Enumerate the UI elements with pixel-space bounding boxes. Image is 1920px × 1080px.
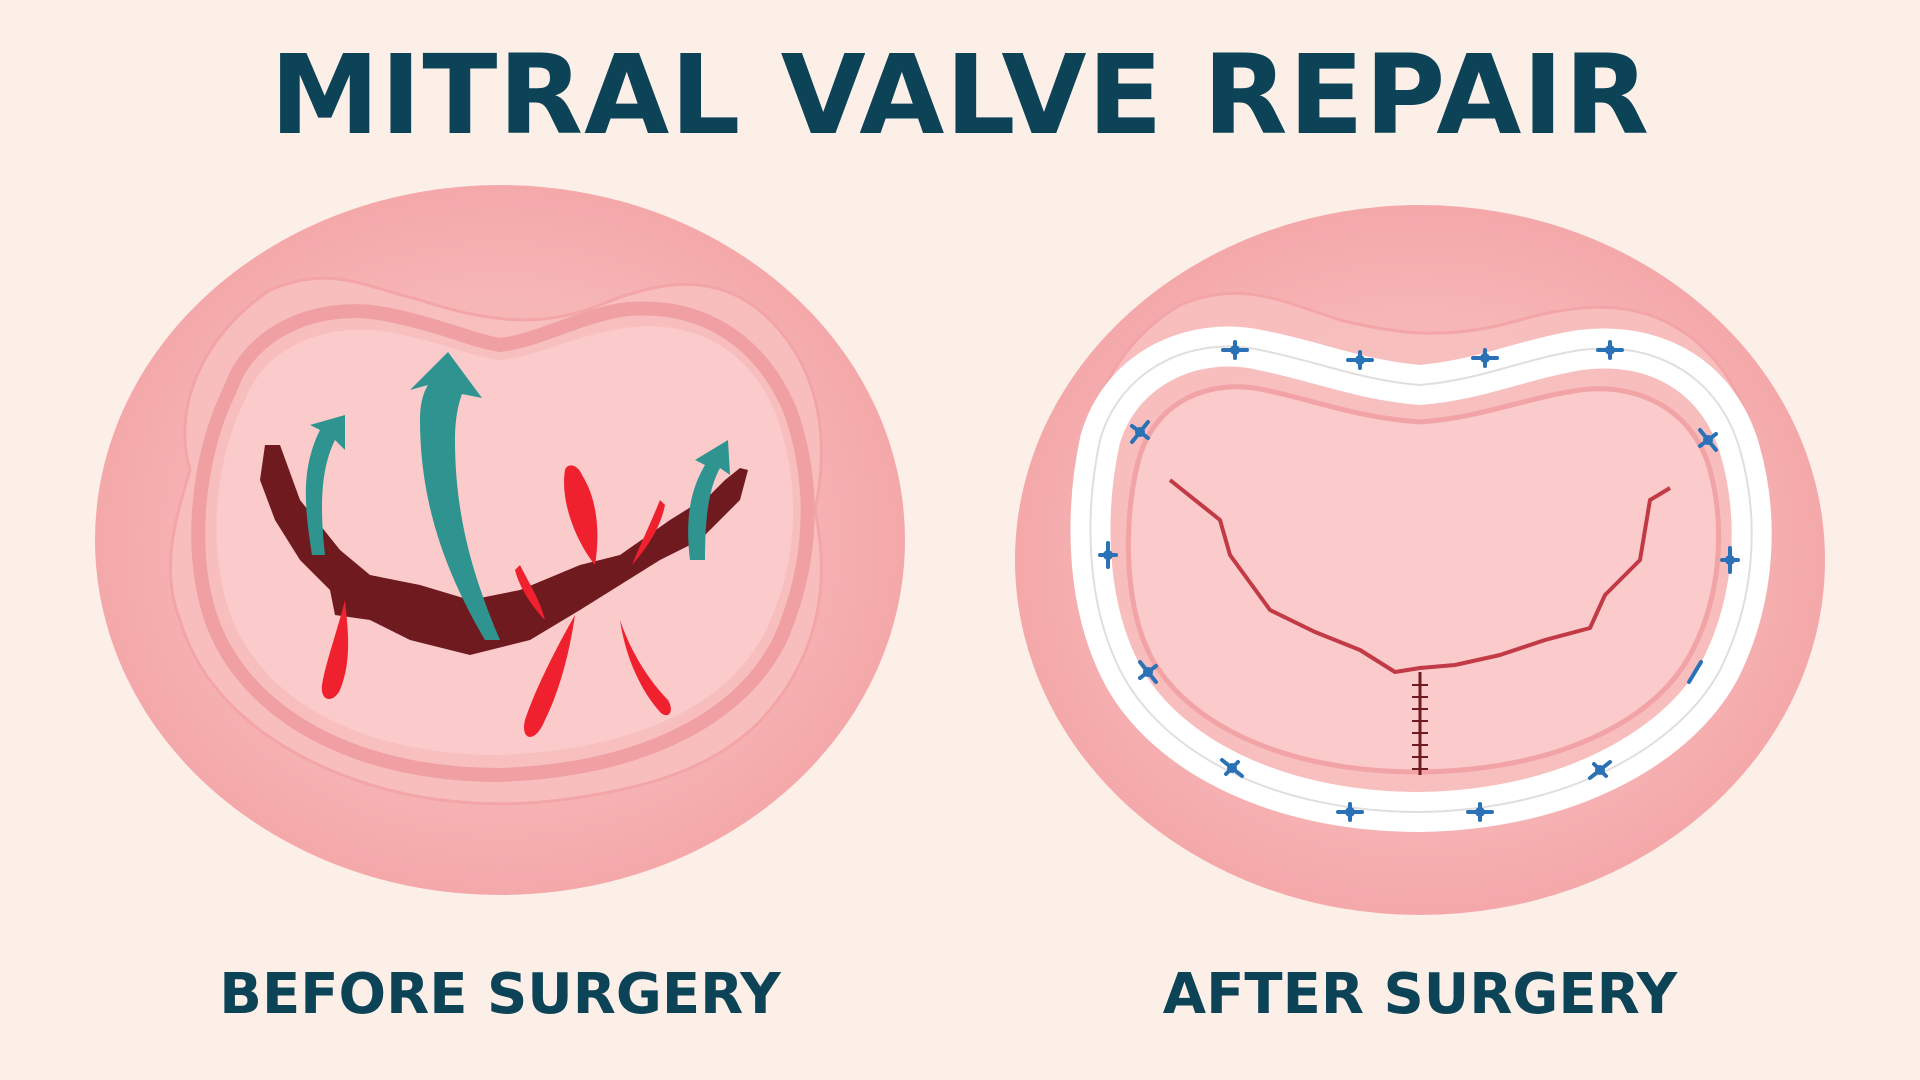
page-title: MITRAL VALVE REPAIR <box>269 31 1651 159</box>
blood-drop-icon <box>620 620 671 716</box>
curved-arrow-icon <box>305 415 345 555</box>
annuloplasty-ring-edge <box>1089 345 1753 814</box>
suture-stitch-icon <box>1138 660 1158 684</box>
blood-drop-icon <box>321 600 349 700</box>
suture-stitch-icon <box>1588 760 1612 780</box>
suture-stitch-icon <box>1471 348 1499 368</box>
suture-stitch-icon <box>1720 546 1740 574</box>
suture-stitch-icon <box>1336 802 1364 822</box>
cleft-suture <box>1412 672 1428 775</box>
before-valve <box>95 185 905 895</box>
blood-drop-icon <box>524 615 575 737</box>
after-valve <box>1015 205 1825 915</box>
before-annulus <box>191 301 815 783</box>
blood-drop-icon <box>564 465 598 565</box>
ring-sutures <box>1098 340 1740 822</box>
before-surgery-label: BEFORE SURGERY <box>219 962 781 1027</box>
suture-stitch-icon <box>1596 340 1624 360</box>
suture-stitch-icon <box>1466 802 1494 822</box>
before-leaflet-gap <box>260 445 748 655</box>
repair-line <box>1168 478 1672 674</box>
suture-stitch-icon <box>1130 420 1150 444</box>
blood-drop-icon <box>515 565 545 620</box>
suture-stitch-icon <box>1220 758 1244 778</box>
curved-arrow-icon <box>688 440 730 560</box>
blood-drop-icon <box>632 500 665 565</box>
curved-arrow-icon <box>410 352 500 640</box>
after-surgery-label: AFTER SURGERY <box>1162 962 1678 1027</box>
suture-stitch-icon <box>1221 340 1249 360</box>
suture-stitch-icon <box>1698 428 1718 452</box>
after-valve-orifice <box>1125 384 1722 775</box>
before-valve-orifice <box>216 326 794 755</box>
suture-stitch-icon <box>1098 541 1118 569</box>
suture-stitch-icon <box>1346 350 1374 370</box>
suture-stitch-icon <box>1687 660 1703 684</box>
